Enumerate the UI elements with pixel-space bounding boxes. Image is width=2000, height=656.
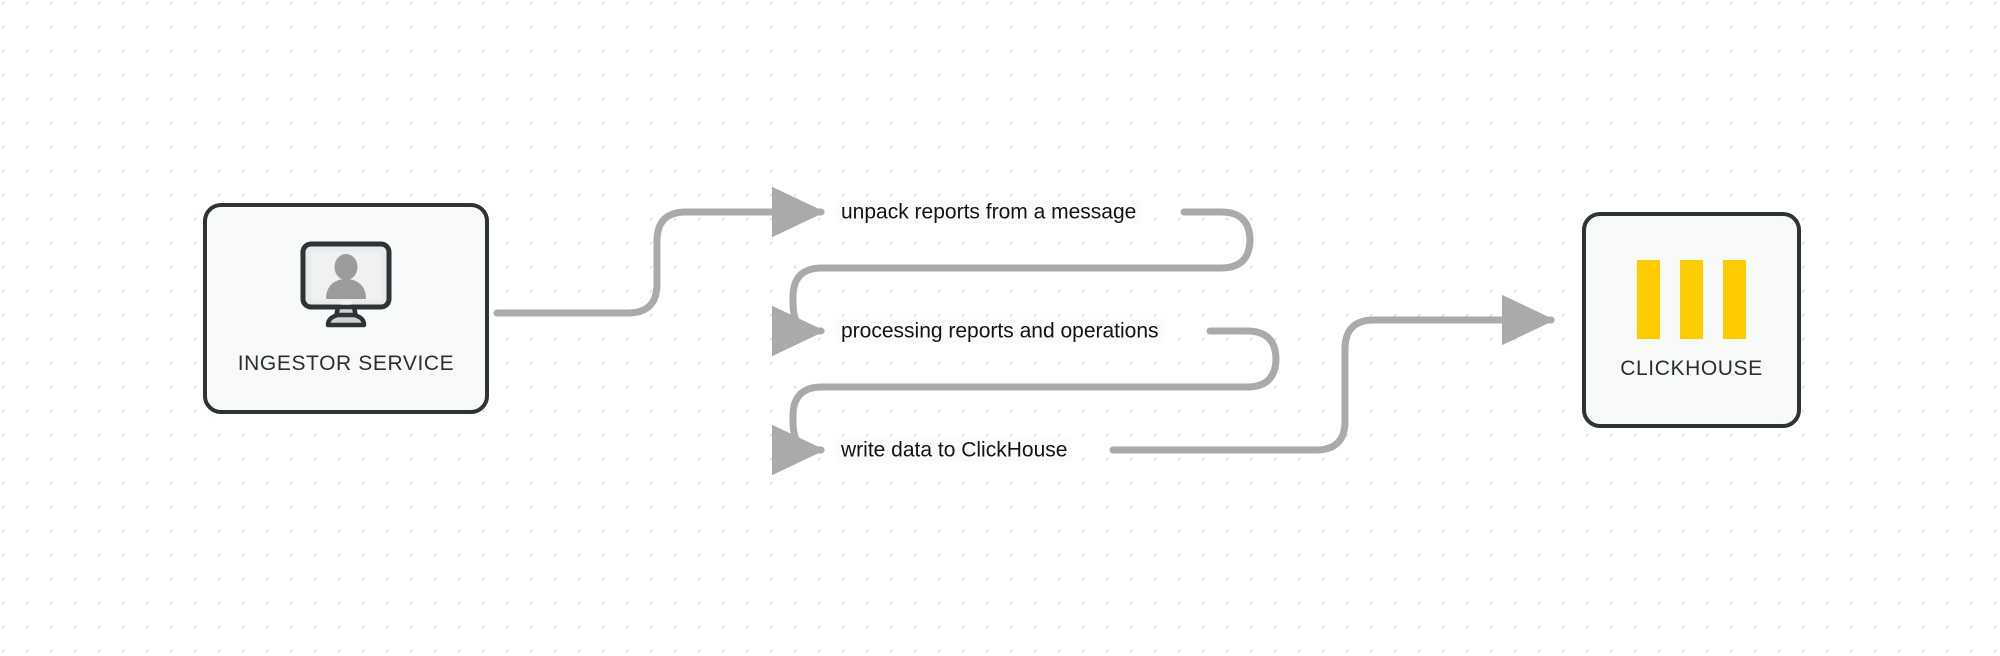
node-ingestor-service-label: INGESTOR SERVICE [237, 352, 455, 375]
desktop-monitor-user-icon [298, 241, 394, 334]
edge-label-processing: processing reports and operations [836, 319, 1164, 343]
edge-path-processing-to-write [772, 327, 1280, 476]
node-clickhouse-label: CLICKHOUSE [1620, 356, 1763, 380]
edge-path-write-to-clickhouse [1109, 294, 1556, 454]
edge-path-unpack-to-processing [772, 208, 1254, 357]
node-ingestor-service[interactable]: INGESTOR SERVICE [203, 203, 489, 414]
clickhouse-bar-2 [1680, 259, 1703, 339]
edge-label-unpack: unpack reports from a message [836, 200, 1142, 224]
clickhouse-bar-3 [1723, 259, 1746, 339]
clickhouse-bars-icon [1637, 259, 1746, 339]
edge-label-write: write data to ClickHouse [836, 438, 1073, 462]
node-clickhouse[interactable]: CLICKHOUSE [1582, 212, 1801, 428]
clickhouse-bar-1 [1637, 259, 1660, 339]
edge-path-ingestor-to-unpack [493, 186, 826, 317]
